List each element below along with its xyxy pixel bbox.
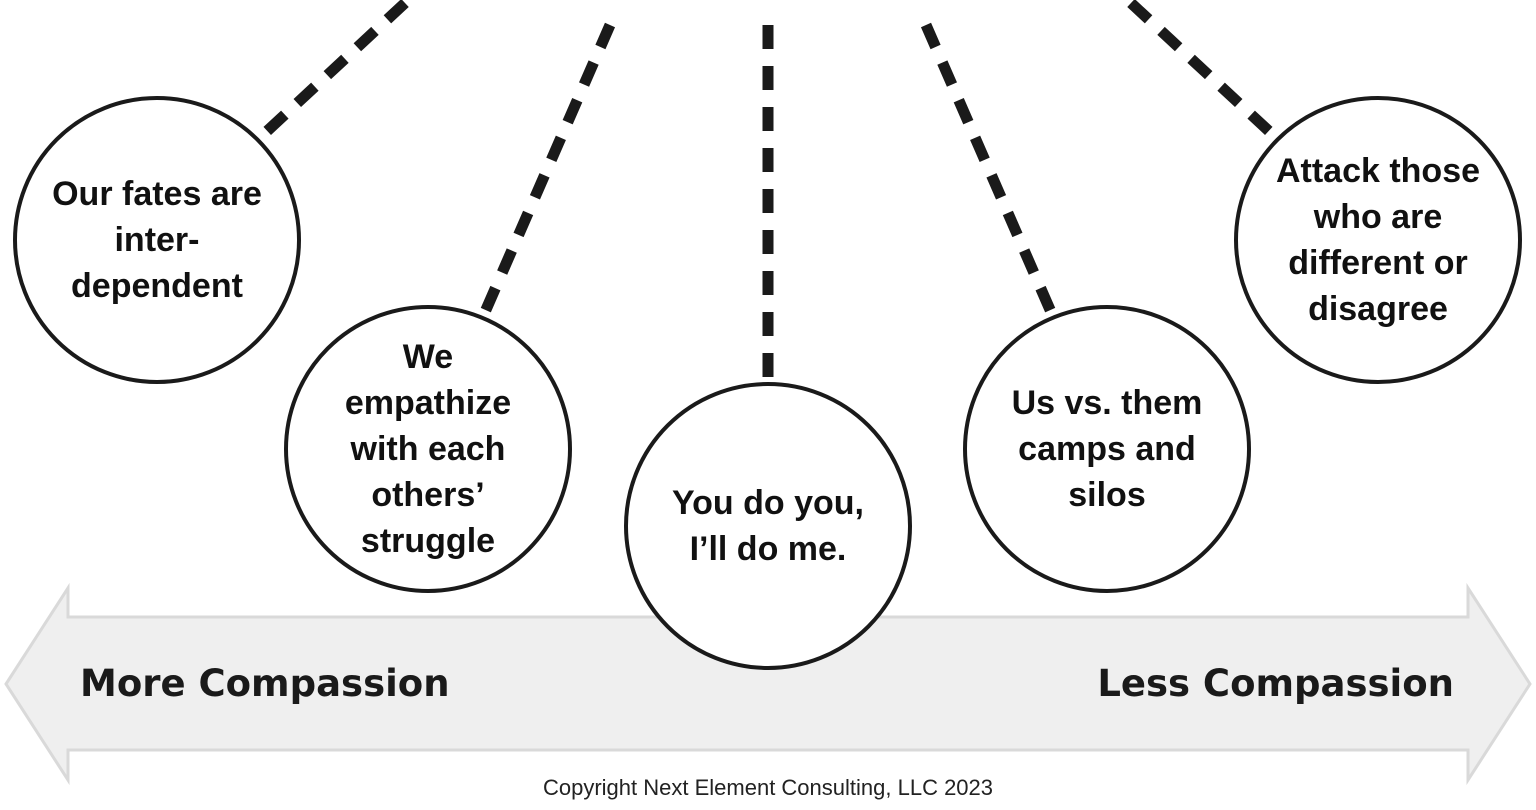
label-us-vs-them: Us vs. them camps and silos <box>1011 384 1203 514</box>
connector-line-us-vs-them <box>920 22 1057 315</box>
label-you-do-you: You do you, I’ll do me. <box>671 484 864 568</box>
dashed-connectors <box>261 0 1275 378</box>
stance-circles <box>13 96 1522 670</box>
label-empathize: We empathize with each others’ struggle <box>344 338 512 560</box>
connector-line-attack <box>1127 0 1275 138</box>
circle-attack <box>1234 96 1522 384</box>
circle-you-do-you <box>624 382 912 670</box>
copyright-notice: Copyright Next Element Consulting, LLC 2… <box>542 775 994 800</box>
more-compassion-label: More Compassion <box>80 662 450 705</box>
connector-line-empathize <box>479 22 616 315</box>
connector-line-interdependent <box>261 0 409 138</box>
circle-interdependent <box>13 96 301 384</box>
circle-empathize <box>284 305 572 593</box>
compassion-spectrum-arrow <box>4 582 1532 786</box>
label-attack: Attack those who are different or disagr… <box>1275 152 1481 328</box>
less-compassion-label: Less Compassion <box>1097 662 1454 705</box>
label-interdependent: Our fates are inter- dependent <box>52 175 262 305</box>
circle-us-vs-them <box>963 305 1251 593</box>
